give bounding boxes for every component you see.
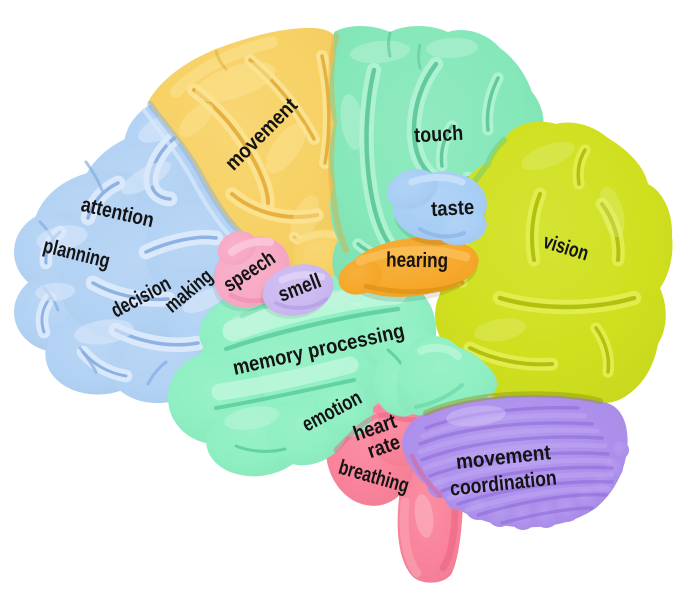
- svg-text:taste: taste: [431, 196, 475, 221]
- svg-text:hearing: hearing: [386, 248, 448, 272]
- svg-text:touch: touch: [414, 122, 464, 148]
